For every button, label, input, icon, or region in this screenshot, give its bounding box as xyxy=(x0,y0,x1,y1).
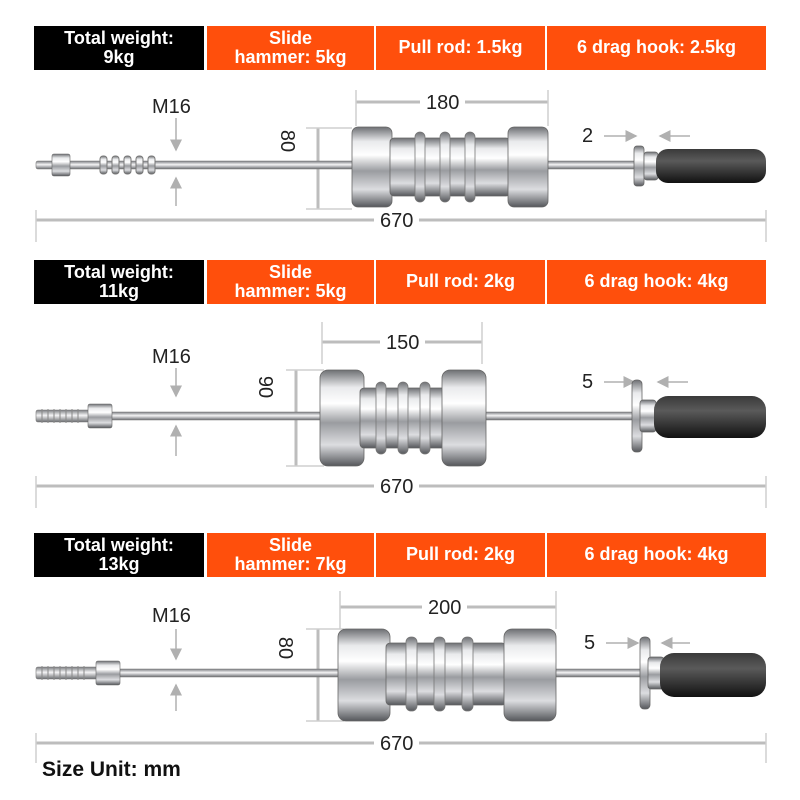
slide-hammer-weight-box: Slide hammer: 5kg xyxy=(207,260,374,304)
slide-hammer-drawing-1 xyxy=(35,90,767,242)
thread-size-label: M16 xyxy=(146,605,197,627)
hook-gap-dimension: 5 xyxy=(578,632,602,654)
hammer-length-dimension: 200 xyxy=(422,597,468,619)
slide-hammer-drawing-2 xyxy=(35,322,767,508)
hammer-length-dimension: 150 xyxy=(380,332,426,354)
hammer-diameter-dimension: 80 xyxy=(274,636,297,660)
slide-value: hammer: 7kg xyxy=(234,554,347,574)
slide-label: Slide xyxy=(268,534,312,555)
slide-label: Slide xyxy=(268,261,312,282)
total-weight-label: Total weight: xyxy=(64,27,174,48)
pull-rod-weight-box: Pull rod: 1.5kg xyxy=(376,26,545,70)
thread-size-label: M16 xyxy=(146,346,197,368)
hammer-diameter-dimension: 90 xyxy=(254,375,277,399)
drag-hook-weight-box: 6 drag hook: 4kg xyxy=(547,533,766,577)
tool-section-2: Total weight: 11kg Slide hammer: 5kg Pul… xyxy=(0,260,800,522)
total-weight-box: Total weight: 13kg xyxy=(34,533,204,577)
drag-hook-weight-box: 6 drag hook: 4kg xyxy=(547,260,766,304)
hammer-diameter-dimension: 80 xyxy=(276,129,299,153)
slide-label: Slide xyxy=(268,27,312,48)
tool-section-3: Total weight: 13kg Slide hammer: 7kg Pul… xyxy=(0,533,800,795)
total-weight-label: Total weight: xyxy=(64,261,174,282)
total-weight-value: 9kg xyxy=(103,47,135,67)
pull-rod-weight-box: Pull rod: 2kg xyxy=(376,260,545,304)
total-weight-box: Total weight: 9kg xyxy=(34,26,204,70)
total-weight-box: Total weight: 11kg xyxy=(34,260,204,304)
slide-value: hammer: 5kg xyxy=(234,47,347,67)
tool-section-1: Total weight: 9kg Slide hammer: 5kg Pull… xyxy=(0,26,800,288)
total-length-dimension: 670 xyxy=(374,733,420,755)
total-weight-value: 11kg xyxy=(98,281,140,301)
pull-rod-weight-box: Pull rod: 2kg xyxy=(376,533,545,577)
total-length-dimension: 670 xyxy=(374,210,420,232)
slide-hammer-weight-box: Slide hammer: 7kg xyxy=(207,533,374,577)
total-weight-label: Total weight: xyxy=(64,534,174,555)
slide-value: hammer: 5kg xyxy=(234,281,347,301)
hook-gap-dimension: 2 xyxy=(576,125,600,147)
slide-hammer-drawing-3 xyxy=(35,591,767,763)
total-length-dimension: 670 xyxy=(374,476,420,498)
slide-hammer-weight-box: Slide hammer: 5kg xyxy=(207,26,374,70)
hook-gap-dimension: 5 xyxy=(576,371,600,393)
size-unit-note: Size Unit: mm xyxy=(42,758,181,781)
thread-size-label: M16 xyxy=(146,96,197,118)
hammer-length-dimension: 180 xyxy=(420,92,466,114)
drag-hook-weight-box: 6 drag hook: 2.5kg xyxy=(547,26,766,70)
total-weight-value: 13kg xyxy=(98,554,140,574)
